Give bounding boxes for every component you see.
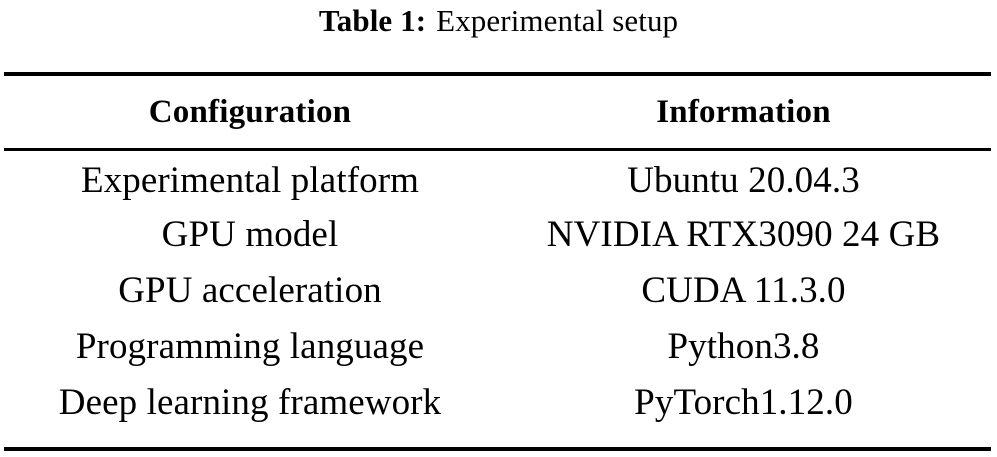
table-row: Programming language Python3.8 [4, 319, 991, 375]
table-caption-label: Table 1: [318, 3, 427, 38]
table-rule-midrule [4, 148, 991, 151]
table-header-group: Configuration Information [4, 76, 991, 148]
table-caption-text: Experimental setup [436, 3, 679, 38]
cell-information: PyTorch1.12.0 [634, 382, 853, 423]
table-row: GPU acceleration CUDA 11.3.0 [4, 263, 991, 319]
cell-configuration: Programming language [75, 326, 425, 367]
column-header-configuration: Configuration [148, 94, 352, 130]
table-row: GPU model NVIDIA RTX3090 24 GB [4, 207, 991, 263]
cell-information: Ubuntu 20.04.3 [627, 160, 860, 201]
table-header-row: Configuration Information [4, 76, 991, 148]
cell-configuration: GPU model [161, 214, 339, 255]
cell-information: CUDA 11.3.0 [641, 270, 846, 311]
table-body: Experimental platform Ubuntu 20.04.3 GPU… [4, 151, 991, 431]
table-row: Experimental platform Ubuntu 20.04.3 [4, 151, 991, 207]
cell-information: NVIDIA RTX3090 24 GB [546, 214, 941, 255]
cell-configuration: GPU acceleration [118, 270, 382, 311]
cell-information: Python3.8 [667, 326, 820, 367]
column-header-information: Information [656, 94, 831, 130]
table-row: Deep learning framework PyTorch1.12.0 [4, 375, 991, 431]
cell-configuration: Deep learning framework [58, 382, 442, 423]
cell-configuration: Experimental platform [80, 160, 420, 201]
table-rule-bottom [4, 447, 991, 451]
table-caption: Table 1: Experimental setup [0, 2, 997, 40]
table-rule-top [4, 72, 991, 76]
